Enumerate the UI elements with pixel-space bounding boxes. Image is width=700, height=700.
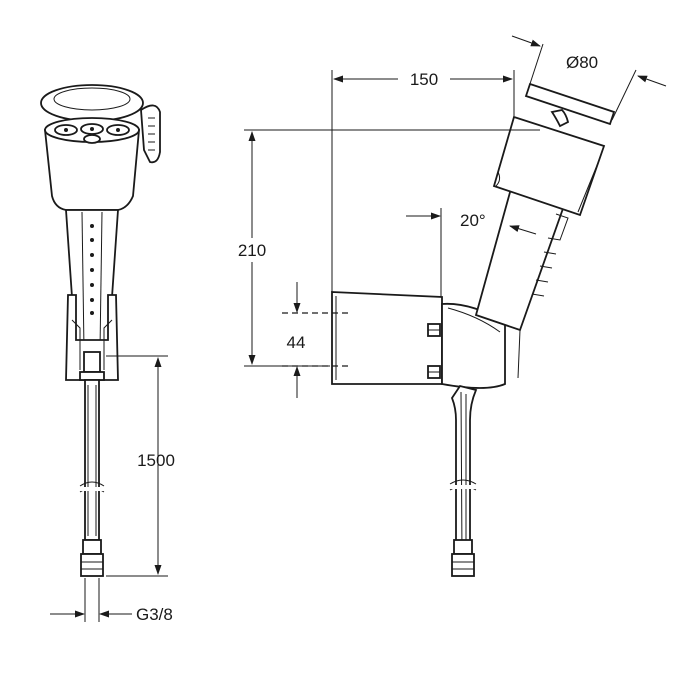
- side-hose: [450, 384, 478, 561]
- front-body-dots: [90, 224, 94, 315]
- dim-bracket-height-label: 44: [287, 333, 306, 352]
- dim-height-label: 210: [238, 241, 266, 260]
- front-lid-top: [53, 87, 131, 111]
- side-grip: [531, 213, 569, 297]
- dim-thread-label: G3/8: [136, 605, 173, 624]
- dim-angle: 20°: [406, 208, 537, 296]
- side-hose-fitting: [453, 539, 473, 555]
- side-view: [282, 82, 616, 577]
- dim-diameter: Ø80: [511, 35, 667, 121]
- dim-diameter-label: Ø80: [566, 53, 598, 72]
- side-lid: [524, 82, 616, 126]
- dim-height: 210: [232, 129, 540, 367]
- front-nozzles: [54, 123, 130, 144]
- side-head: [492, 115, 606, 217]
- side-shaft: [474, 183, 568, 332]
- side-screws: [427, 323, 441, 379]
- front-hose: [84, 379, 100, 541]
- front-connector: [83, 351, 101, 373]
- front-view: [40, 84, 161, 577]
- dim-angle-label: 20°: [460, 211, 486, 230]
- dim-bracket-height: 44: [287, 282, 306, 398]
- dim-hose-length: 1500: [106, 355, 175, 577]
- dim-thread: G3/8: [50, 578, 173, 624]
- dim-hose-length-label: 1500: [137, 451, 175, 470]
- front-hose-fitting: [82, 539, 102, 555]
- dim-side-width: 150: [331, 66, 515, 292]
- dim-side-width-label: 150: [410, 70, 438, 89]
- side-wall-bracket: [331, 291, 443, 385]
